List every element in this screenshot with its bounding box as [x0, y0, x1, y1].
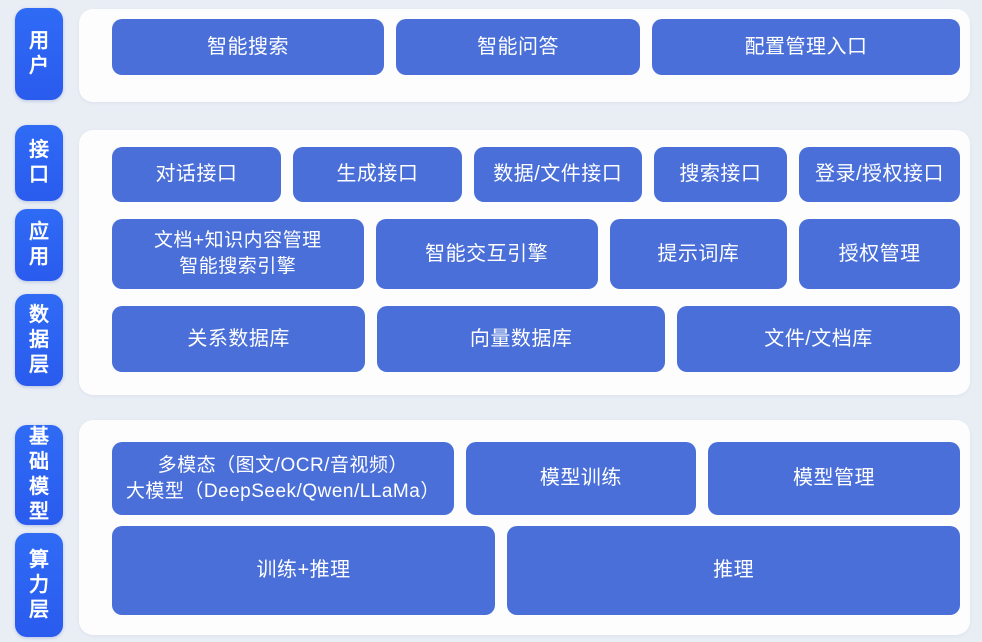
box-interactive-engine: 智能交互引擎 [375, 219, 598, 289]
box-login-auth-api: 登录/授权接口 [799, 147, 960, 202]
row-data-stores: 关系数据库 向量数据库 文件/文档库 [112, 306, 960, 372]
row-user-entries: 智能搜索 智能问答 配置管理入口 [112, 19, 960, 75]
layer-band-bottom: 基 础 模 型 算 力 层 多模态（图文/OCR/音视频） 大模型（DeepSe… [15, 420, 970, 637]
layer-label-column: 用 户 [15, 8, 63, 102]
box-smart-search: 智能搜索 [112, 19, 385, 75]
box-smart-qa: 智能问答 [396, 19, 641, 75]
box-search-api: 搜索接口 [653, 147, 788, 202]
box-authorization-management: 授权管理 [799, 219, 961, 289]
box-file-doc-store: 文件/文档库 [677, 306, 960, 372]
box-generation-api: 生成接口 [292, 147, 462, 202]
box-prompt-library: 提示词库 [609, 219, 788, 289]
row-compute: 训练+推理 推理 [112, 526, 960, 615]
panel-middle: 对话接口 生成接口 数据/文件接口 搜索接口 登录/授权接口 文档+知识内容管理… [79, 130, 970, 395]
box-relational-db: 关系数据库 [112, 306, 366, 372]
layer-band-user: 用 户 智能搜索 智能问答 配置管理入口 [15, 8, 970, 102]
layer-band-middle: 接 口 应 用 数 据 层 对话接口 生成接口 数据/文件接口 搜索接口 登录/… [15, 125, 970, 395]
layer-label-column: 基 础 模 型 算 力 层 [15, 420, 63, 637]
row-applications: 文档+知识内容管理 智能搜索引擎 智能交互引擎 提示词库 授权管理 [112, 219, 961, 289]
layer-label-interface: 接 口 [15, 125, 63, 201]
layer-label-application: 应 用 [15, 209, 63, 281]
box-dialog-api: 对话接口 [112, 147, 281, 202]
box-doc-knowledge-search-engine: 文档+知识内容管理 智能搜索引擎 [112, 219, 364, 289]
panel-bottom: 多模态（图文/OCR/音视频） 大模型（DeepSeek/Qwen/LLaMa）… [79, 420, 970, 635]
layer-label-data: 数 据 层 [15, 294, 63, 386]
layer-label-column: 接 口 应 用 数 据 层 [15, 125, 63, 395]
box-config-management-entry: 配置管理入口 [652, 19, 960, 75]
layer-label-foundation-model: 基 础 模 型 [15, 425, 63, 525]
row-models: 多模态（图文/OCR/音视频） 大模型（DeepSeek/Qwen/LLaMa）… [112, 442, 960, 515]
box-model-training: 模型训练 [465, 442, 697, 515]
box-inference: 推理 [507, 526, 960, 615]
box-model-management: 模型管理 [708, 442, 960, 515]
box-data-file-api: 数据/文件接口 [473, 147, 642, 202]
layer-label-user: 用 户 [15, 8, 63, 100]
box-training-inference: 训练+推理 [112, 526, 496, 615]
box-vector-db: 向量数据库 [377, 306, 666, 372]
layer-label-compute: 算 力 层 [15, 533, 63, 637]
box-multimodal-llm: 多模态（图文/OCR/音视频） 大模型（DeepSeek/Qwen/LLaMa） [112, 442, 454, 515]
panel-user: 智能搜索 智能问答 配置管理入口 [79, 9, 970, 102]
row-interfaces: 对话接口 生成接口 数据/文件接口 搜索接口 登录/授权接口 [112, 147, 960, 202]
